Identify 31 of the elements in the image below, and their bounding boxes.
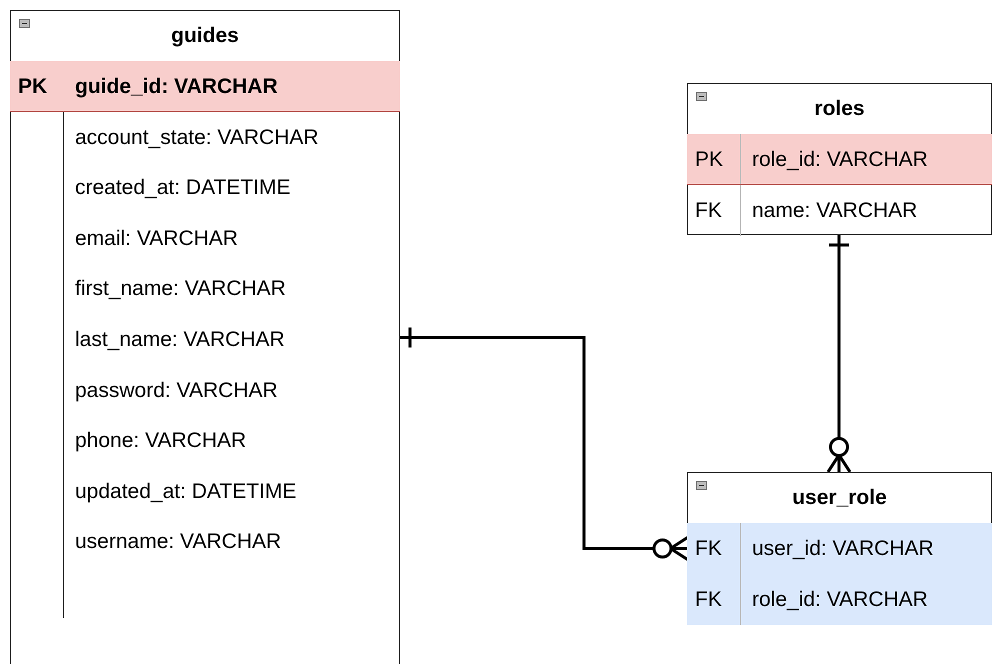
relationship-line — [826, 235, 852, 474]
table-row — [687, 134, 992, 185]
key-label: FK — [695, 588, 722, 612]
field-label: first_name: VARCHAR — [75, 277, 286, 302]
field-label: email: VARCHAR — [75, 226, 238, 251]
relationship-line — [400, 326, 689, 561]
field-label: account_state: VARCHAR — [75, 126, 319, 150]
field-label: role_id: VARCHAR — [752, 148, 928, 172]
key-label: PK — [18, 75, 48, 99]
table-title: guides — [171, 24, 239, 48]
field-label: password: VARCHAR — [75, 378, 278, 403]
field-label: username: VARCHAR — [75, 530, 282, 554]
key-label: PK — [695, 148, 724, 172]
field-label: user_id: VARCHAR — [752, 537, 934, 561]
table-box — [687, 472, 992, 625]
table-title: roles — [814, 97, 865, 121]
table-box — [10, 10, 400, 664]
field-label: role_id: VARCHAR — [752, 588, 928, 612]
table-box — [687, 83, 992, 235]
table-row — [687, 523, 992, 574]
field-label: last_name: VARCHAR — [75, 328, 285, 352]
field-label: name: VARCHAR — [752, 198, 918, 223]
field-label: guide_id: VARCHAR — [75, 75, 278, 99]
table-row — [10, 61, 400, 112]
field-label: updated_at: DATETIME — [75, 480, 296, 504]
key-label: FK — [695, 198, 722, 223]
field-label: phone: VARCHAR — [75, 429, 246, 454]
key-label: FK — [695, 537, 722, 561]
table-row — [687, 574, 992, 625]
table-title: user_role — [792, 486, 887, 510]
field-label: created_at: DATETIME — [75, 176, 291, 200]
